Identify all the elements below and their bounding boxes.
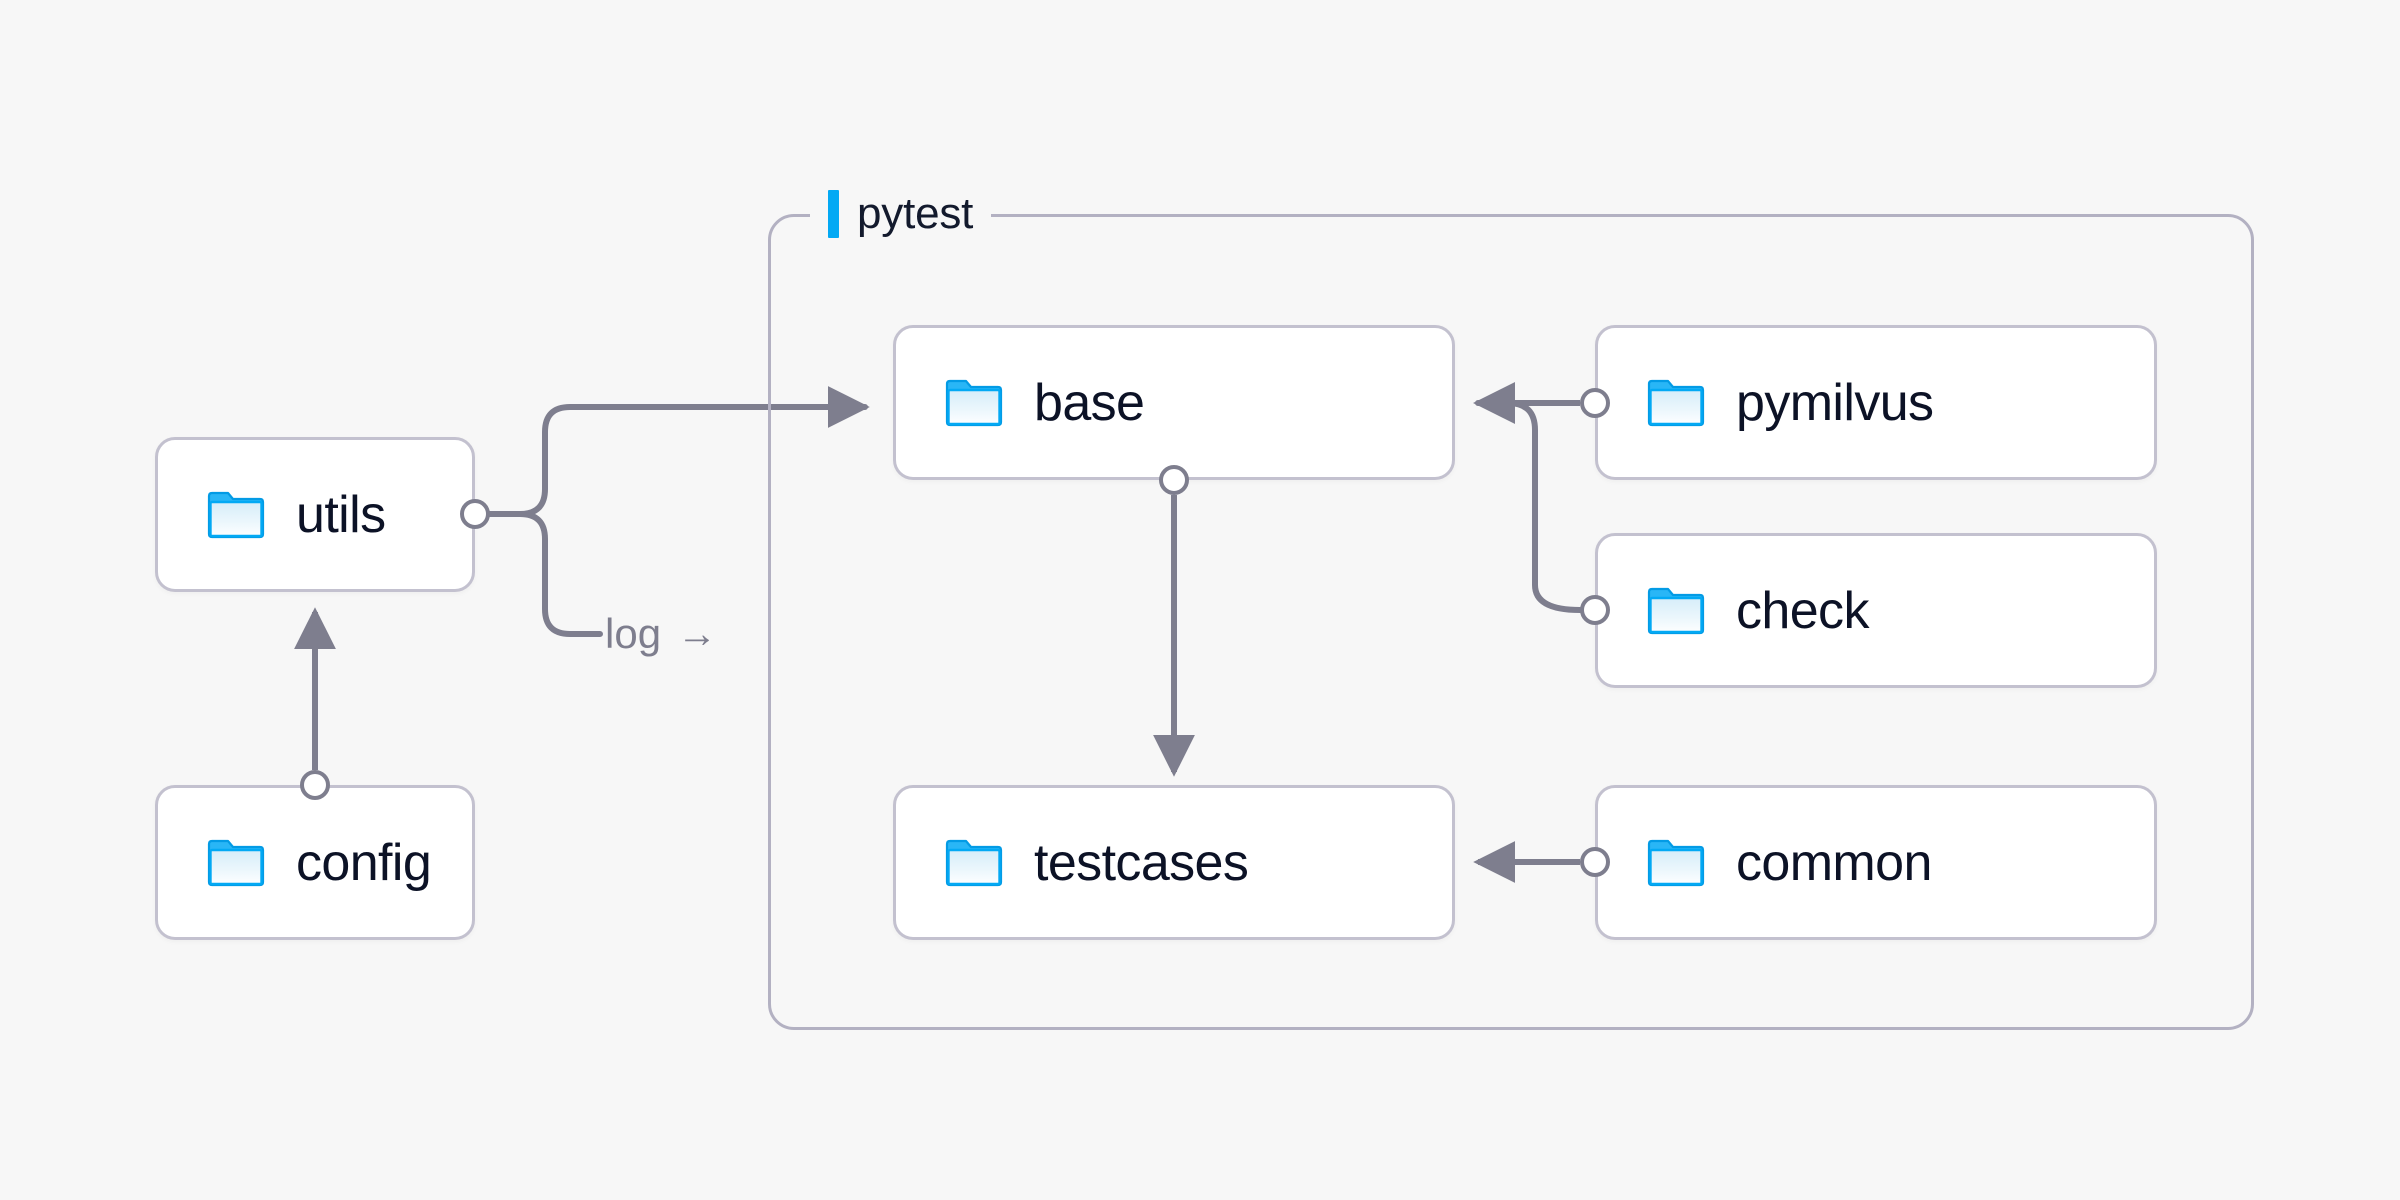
node-common-content: common: [1598, 837, 1932, 889]
node-utils-label: utils: [296, 485, 386, 544]
folder-icon: [945, 839, 1003, 886]
node-base-content: base: [896, 373, 1145, 432]
node-utils-content: utils: [158, 485, 386, 544]
folder-icon: [945, 379, 1003, 426]
port-pymilvus-left[interactable]: [1580, 388, 1610, 418]
port-config-top[interactable]: [300, 770, 330, 800]
node-pymilvus[interactable]: pymilvus: [1595, 325, 2157, 480]
folder-icon: [1647, 379, 1705, 426]
node-base[interactable]: base: [893, 325, 1455, 480]
node-pymilvus-content: pymilvus: [1598, 373, 1934, 432]
folder-icon: [1647, 587, 1705, 634]
node-check-label: check: [1736, 581, 1869, 640]
node-base-label: base: [1034, 373, 1145, 432]
group-pytest-label-text: pytest: [857, 189, 974, 238]
folder-icon: [207, 491, 265, 538]
group-pytest-label: pytest: [810, 185, 992, 243]
port-common-left[interactable]: [1580, 847, 1610, 877]
node-testcases[interactable]: testcases: [893, 785, 1455, 940]
port-utils-right[interactable]: [460, 499, 490, 529]
edge-utils-to-log: [487, 511, 603, 637]
edge-label-log-text: log: [605, 610, 662, 657]
arrow-right-icon: →: [677, 612, 718, 656]
node-common-label: common: [1736, 833, 1932, 892]
node-check-content: check: [1598, 585, 1869, 637]
port-check-left[interactable]: [1580, 595, 1610, 625]
port-base-bottom[interactable]: [1159, 465, 1189, 495]
node-testcases-label: testcases: [1034, 833, 1249, 892]
group-pytest: [768, 214, 2254, 1030]
node-check[interactable]: check: [1595, 533, 2157, 688]
node-testcases-content: testcases: [896, 833, 1249, 892]
node-pymilvus-label: pymilvus: [1736, 373, 1934, 432]
node-config[interactable]: config: [155, 785, 475, 940]
folder-icon: [207, 839, 265, 886]
node-config-content: config: [158, 833, 432, 892]
folder-icon: [1647, 839, 1705, 886]
edge-label-log: log →: [605, 610, 717, 658]
node-common[interactable]: common: [1595, 785, 2157, 940]
node-utils[interactable]: utils: [155, 437, 475, 592]
accent-bar-icon: [828, 190, 839, 238]
node-config-label: config: [296, 833, 432, 892]
